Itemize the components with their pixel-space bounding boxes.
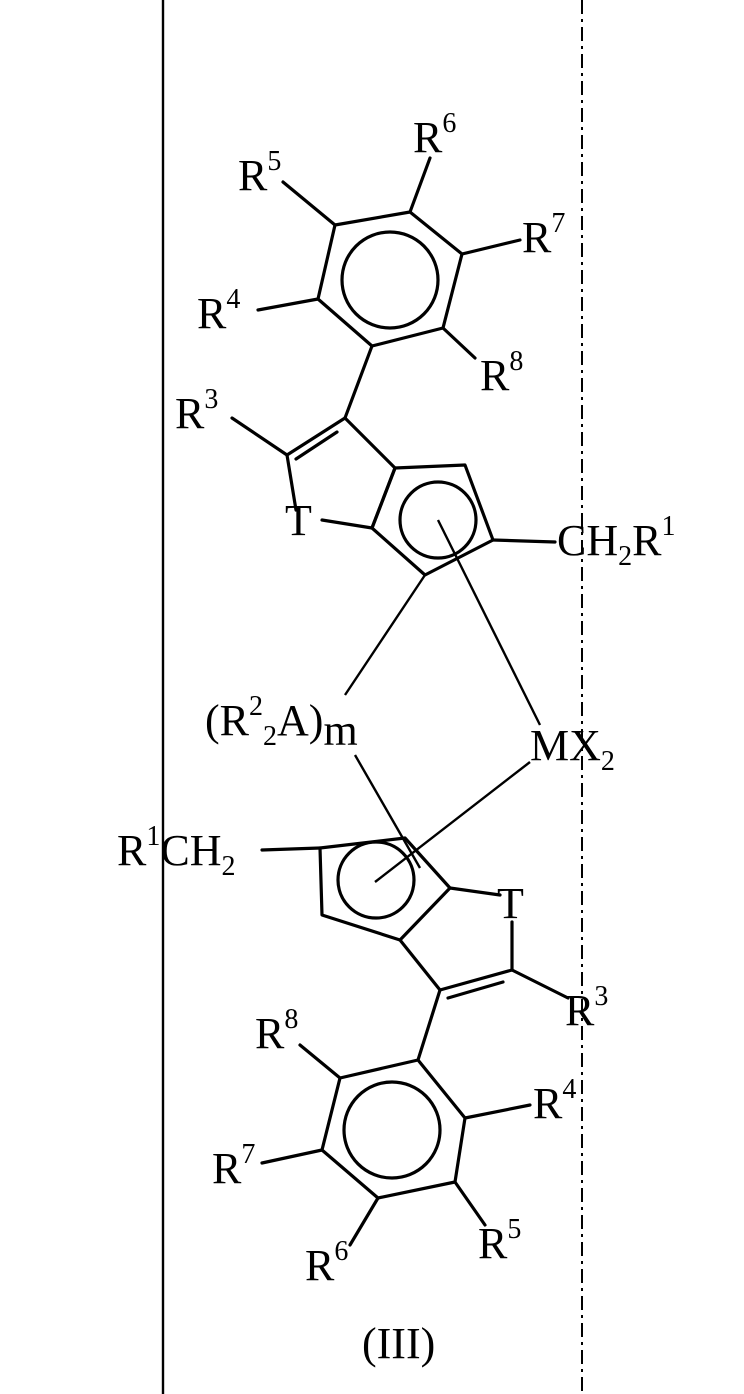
- label-r3-bottom: R3: [565, 981, 608, 1035]
- label-mx2: MX2: [530, 721, 615, 777]
- bond-r8-bottom: [300, 1045, 340, 1078]
- label-t-top: T: [285, 496, 312, 545]
- label-r1ch2-bottom: R1CH2: [117, 821, 235, 882]
- upper-phenyl-ring: [318, 212, 462, 346]
- upper-cyclopentadienyl-ring: [372, 465, 493, 575]
- label-r8-bottom: R8: [255, 1004, 298, 1058]
- figure-caption: (III): [362, 1319, 435, 1368]
- bond-r4-top: [258, 299, 318, 310]
- bond-r3-bottom: [512, 970, 568, 998]
- bond-r3-top: [232, 418, 287, 455]
- label-r6-top: R6: [413, 108, 456, 162]
- bond-r6-bottom: [350, 1198, 378, 1245]
- bond-phenyl-link-top: [345, 346, 372, 418]
- bond-r4-bottom: [465, 1105, 530, 1118]
- label-r7-top: R7: [522, 208, 565, 262]
- bond-r6-top: [410, 158, 430, 212]
- label-r4-top: R4: [197, 284, 240, 338]
- bond-r7-top: [462, 240, 520, 254]
- bond-r8-top: [443, 328, 475, 358]
- bond-phenyl-link-bottom: [418, 990, 440, 1060]
- bond-metal-to-top-ring: [438, 520, 540, 725]
- label-bridge-r2a-m: (R22A)m: [205, 691, 358, 755]
- lower-cyclopentadienyl-ring: [320, 838, 450, 940]
- bond-r5-top: [283, 182, 335, 225]
- bond-bridge-to-top-ring: [345, 575, 425, 695]
- bond-r1ch2-bottom: [262, 848, 320, 850]
- bond-r7-bottom: [262, 1150, 322, 1163]
- lower-thiophene-ring: [400, 888, 512, 998]
- label-r5-bottom: R5: [478, 1214, 521, 1268]
- label-r7-bottom: R7: [212, 1139, 255, 1193]
- bond-ch2r1-top: [493, 540, 555, 542]
- label-r4-bottom: R4: [533, 1074, 576, 1128]
- bond-bridge-to-bottom-ring: [355, 755, 420, 868]
- label-t-bottom: T: [497, 879, 524, 928]
- label-r5-top: R5: [238, 146, 281, 200]
- label-r8-top: R8: [480, 346, 523, 400]
- lower-phenyl-ring: [322, 1060, 465, 1198]
- label-ch2r1-top: CH2R1: [557, 511, 675, 572]
- label-r3-top: R3: [175, 384, 218, 438]
- bond-metal-to-bottom-ring: [375, 762, 530, 882]
- label-r6-bottom: R6: [305, 1236, 348, 1290]
